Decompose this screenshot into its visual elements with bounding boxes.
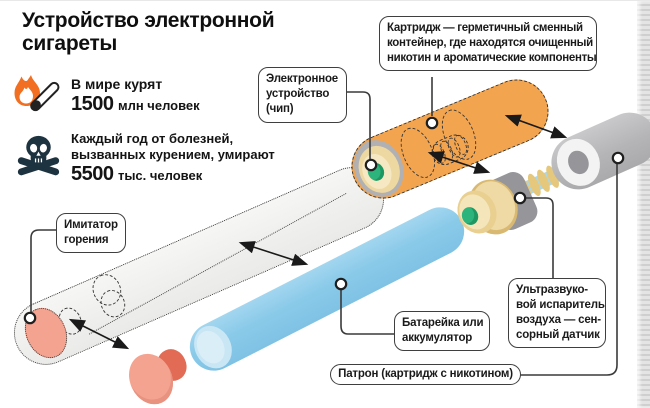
page-edge-strip	[637, 1, 650, 408]
callout-cartridge: Картридж — герметичный сменный контейнер…	[379, 16, 597, 71]
deaths-line1: Каждый год от болезней,	[71, 131, 234, 146]
page-title: Устройство электронной сигареты	[22, 9, 275, 55]
skull-crossbones-icon	[17, 135, 60, 176]
match	[30, 81, 60, 112]
deaths-stat: Каждый год от болезней, вызванных курени…	[71, 131, 275, 186]
callout-patron: Патрон (картридж с никотином)	[330, 364, 521, 385]
callout-imitator: Имитатор горения	[56, 213, 126, 253]
callout-chip: Электронное устройство (чип)	[258, 67, 347, 123]
flame-inner	[19, 87, 33, 104]
smokers-value-line: 1500 млн человек	[71, 93, 200, 116]
deaths-value: 5500	[71, 163, 114, 185]
smokers-value: 1500	[71, 93, 114, 115]
smokers-intro: В мире курят	[71, 76, 163, 92]
deaths-unit: тыс. человек	[117, 168, 203, 183]
smokers-stat: В мире курят 1500 млн человек	[71, 76, 200, 116]
callout-battery: Батарейка или аккумулятор	[394, 311, 490, 351]
smokers-unit: млн человек	[117, 98, 200, 113]
callout-vaporizer: Ультразвуко- вой испаритель воздуха — се…	[508, 278, 606, 348]
flame-and-match-icon	[14, 75, 60, 112]
deaths-line2: вызванных курением, умирают	[71, 147, 275, 162]
deaths-value-line: 5500 тыс. человек	[71, 163, 275, 186]
